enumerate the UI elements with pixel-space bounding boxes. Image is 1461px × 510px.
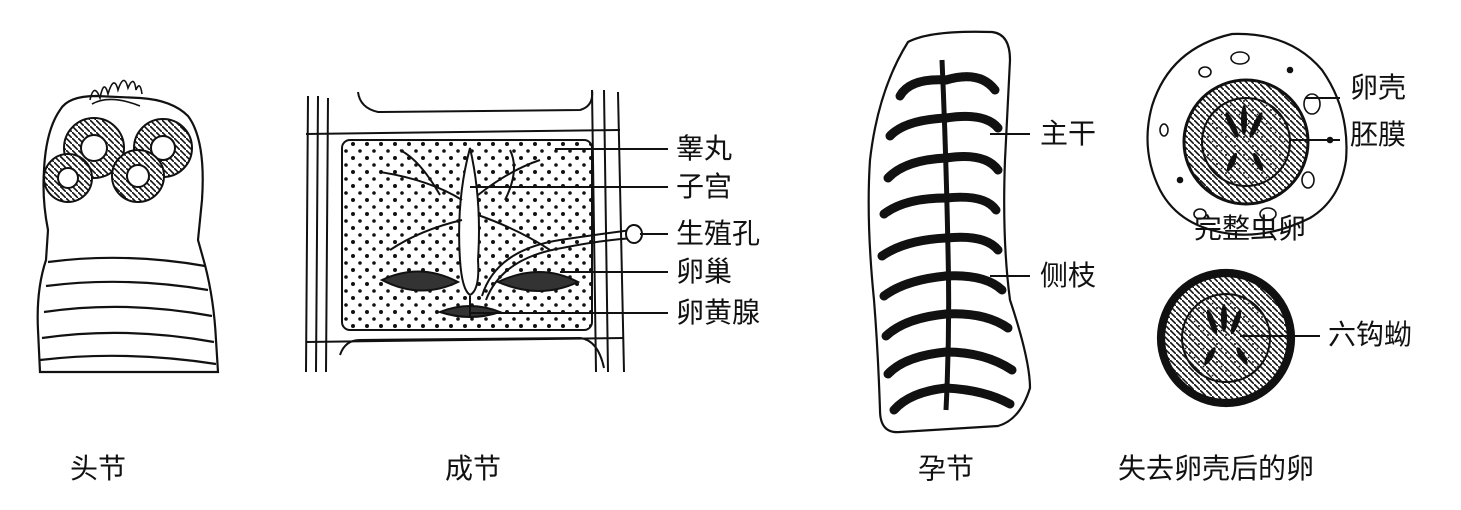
label-embryophore: 胚膜 bbox=[1350, 118, 1407, 151]
caption-egg-no-shell: 失去卵壳后的卵 bbox=[1118, 452, 1315, 485]
oncosphere-hooks bbox=[1225, 105, 1264, 172]
label-main-trunk: 主干 bbox=[1040, 117, 1097, 150]
ovary-right bbox=[495, 271, 581, 292]
label-genital-pore: 生殖孔 bbox=[676, 217, 761, 250]
gravid-proglottid-figure bbox=[867, 30, 1032, 434]
mature-proglottid-figure bbox=[305, 89, 643, 373]
caption-scolex: 头节 bbox=[70, 452, 127, 485]
gravid-outline bbox=[867, 30, 1032, 434]
uterine-branches bbox=[877, 72, 1017, 415]
label-lateral-branch: 侧枝 bbox=[1040, 259, 1097, 292]
oncosphere-hooks-2 bbox=[1204, 304, 1248, 365]
scolex-figure bbox=[36, 79, 220, 374]
complete-egg-figure bbox=[1146, 32, 1348, 236]
sucker bbox=[43, 117, 193, 203]
uterus-shape bbox=[458, 147, 480, 297]
caption-complete-egg: 完整虫卵 bbox=[1194, 212, 1307, 245]
label-ovary: 卵巢 bbox=[676, 255, 733, 288]
label-vitelline-gland: 卵黄腺 bbox=[676, 296, 761, 329]
label-testis: 睾丸 bbox=[676, 132, 733, 165]
ovary-left bbox=[379, 270, 461, 292]
caption-mature-proglottid: 成节 bbox=[445, 452, 502, 485]
caption-gravid-proglottid: 孕节 bbox=[918, 452, 975, 485]
label-oncosphere: 六钩蚴 bbox=[1328, 318, 1413, 351]
label-egg-shell: 卵壳 bbox=[1350, 71, 1407, 104]
gravid-leader-lines bbox=[990, 133, 1030, 277]
rostellum-hooks bbox=[89, 79, 143, 107]
label-uterus: 子宫 bbox=[676, 170, 733, 203]
egg-leader-lines bbox=[1290, 97, 1340, 141]
mature-leader-lines bbox=[470, 148, 668, 314]
egg-without-shell-figure bbox=[1156, 268, 1296, 408]
